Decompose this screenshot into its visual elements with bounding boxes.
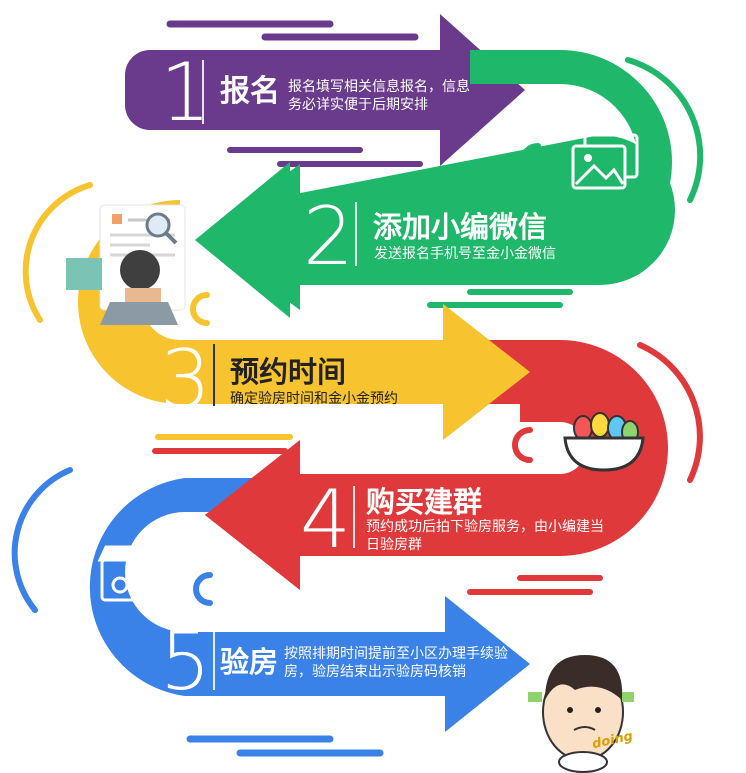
step-1-title: 报名 — [220, 74, 280, 109]
step-2-number: 2 — [303, 190, 354, 283]
step-2-desc: 发送报名手机号至金小金微信 — [374, 246, 556, 262]
step-5-desc: 按照排期时间提前至小区办理手续验房，验房结束出示验房码核销 — [284, 646, 508, 680]
cartoon-character-icon — [528, 655, 634, 773]
shop-icon — [97, 545, 159, 602]
step-1-desc: 报名填写相关信息报名，信息务必详实便于后期安排 — [288, 79, 470, 113]
decor-lines — [11, 20, 704, 757]
step-5-divider — [213, 628, 215, 690]
bowl-icon — [563, 412, 645, 472]
step-3-number: 3 — [160, 333, 211, 426]
step-5-number: 5 — [160, 615, 211, 708]
person-reading-icon — [66, 204, 186, 325]
image-icon — [571, 133, 639, 190]
step-4-title: 购买建群 — [366, 485, 483, 519]
step-4-desc: 预约成功后拍下验房服务，由小编建当日验房群 — [366, 519, 604, 553]
band-1 — [125, 14, 525, 166]
step-1-divider — [202, 60, 204, 124]
step-3-title: 预约时间 — [230, 355, 347, 389]
step-3-divider — [213, 344, 215, 406]
step-5-title: 验房 — [220, 645, 279, 679]
step-2-title: 添加小编微信 — [373, 210, 548, 244]
step-4-number: 4 — [300, 473, 351, 566]
c-accents — [190, 143, 541, 606]
step-4-divider — [353, 486, 355, 548]
step-3-desc: 确定验房时间和金小金预约 — [230, 391, 398, 407]
step-2-divider — [355, 202, 357, 266]
